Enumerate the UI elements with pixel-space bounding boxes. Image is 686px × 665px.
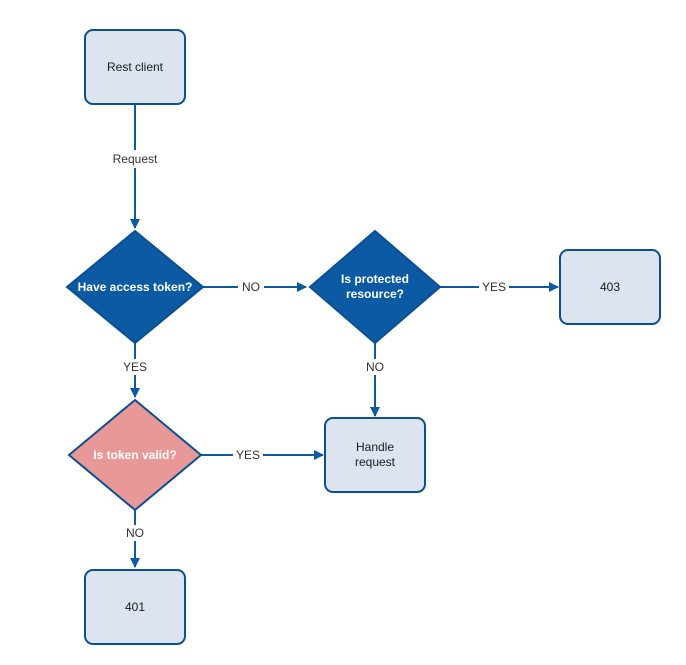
node-rest-client-label: Rest client	[107, 60, 164, 74]
edge-label-request: Request	[113, 152, 158, 166]
edge-label-protected-no: NO	[366, 360, 384, 374]
node-handle-request: Handle request	[324, 417, 426, 493]
node-is-protected-label-1: Is protected	[341, 272, 409, 286]
node-rest-client: Rest client	[84, 29, 186, 105]
edge-label-valid-no: NO	[126, 526, 144, 540]
nodes: Rest client Have access token? Is protec…	[65, 29, 661, 645]
node-is-token-valid: Is token valid?	[67, 398, 203, 512]
node-handle-request-label-2: request	[355, 455, 396, 469]
edges: Request NO YES NO YES YES NO	[106, 104, 559, 568]
node-have-access-token-label: Have access token?	[78, 280, 193, 294]
node-403: 403	[559, 249, 661, 325]
node-401: 401	[84, 569, 186, 645]
node-have-access-token: Have access token?	[65, 229, 205, 345]
node-401-label: 401	[125, 600, 145, 614]
node-handle-request-label-1: Handle	[356, 440, 394, 454]
node-403-label: 403	[600, 280, 620, 294]
edge-label-access-yes: YES	[123, 360, 147, 374]
node-is-protected-resource: Is protected resource?	[308, 229, 442, 345]
node-is-token-valid-label: Is token valid?	[93, 448, 176, 462]
edge-label-valid-yes: YES	[236, 448, 260, 462]
node-is-protected-label-2: resource?	[346, 287, 404, 301]
edge-label-protected-yes: YES	[482, 280, 506, 294]
edge-label-no-access: NO	[242, 280, 260, 294]
